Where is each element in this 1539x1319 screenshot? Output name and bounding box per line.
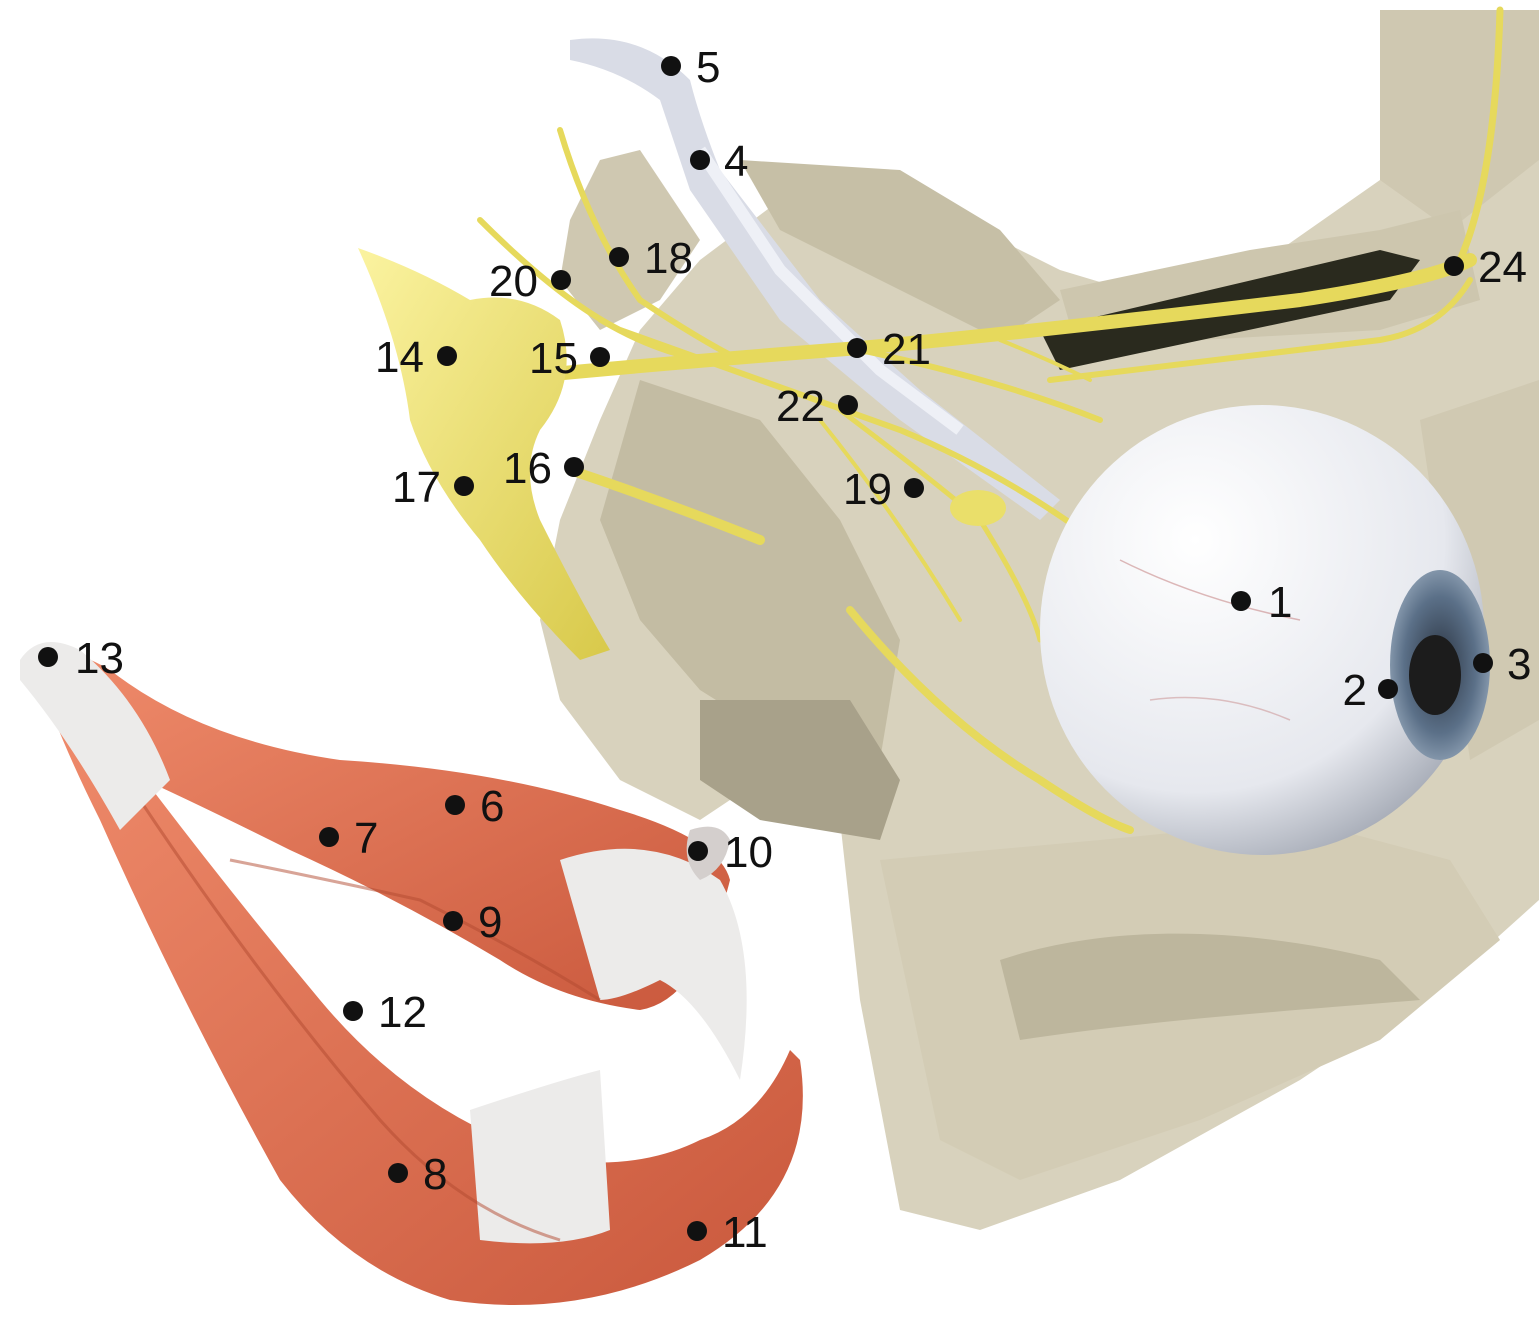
- label-5-dot: [661, 56, 681, 76]
- label-11-dot: [687, 1221, 707, 1241]
- label-3-dot: [1473, 653, 1493, 673]
- label-2-dot: [1378, 679, 1398, 699]
- label-22-dot: [838, 395, 858, 415]
- label-3-text: 3: [1507, 640, 1531, 689]
- label-18-dot: [609, 247, 629, 267]
- label-8-text: 8: [423, 1150, 447, 1199]
- label-20-text: 20: [489, 257, 538, 306]
- trigeminal-ganglion: [358, 248, 610, 660]
- label-20-dot: [551, 270, 571, 290]
- label-12: 12: [343, 988, 427, 1037]
- label-1-text: 1: [1268, 578, 1292, 627]
- label-6-dot: [445, 795, 465, 815]
- label-9-dot: [443, 911, 463, 931]
- label-7-text: 7: [354, 814, 378, 863]
- label-17-dot: [454, 476, 474, 496]
- label-4-dot: [690, 150, 710, 170]
- label-1-dot: [1231, 591, 1251, 611]
- label-13-dot: [38, 647, 58, 667]
- label-5-text: 5: [696, 43, 720, 92]
- ciliary-ganglion: [950, 490, 1006, 526]
- label-4-text: 4: [724, 137, 748, 186]
- label-16: 16: [503, 444, 584, 493]
- label-14-text: 14: [375, 333, 424, 382]
- label-10-dot: [688, 841, 708, 861]
- label-16-dot: [564, 457, 584, 477]
- label-15-text: 15: [529, 334, 578, 383]
- label-24-dot: [1444, 256, 1464, 276]
- label-22-text: 22: [776, 382, 825, 431]
- label-10-text: 10: [724, 828, 773, 877]
- label-7-dot: [319, 827, 339, 847]
- label-6-text: 6: [480, 782, 504, 831]
- label-15-dot: [590, 347, 610, 367]
- label-24-text: 24: [1478, 243, 1527, 292]
- label-20: 20: [489, 257, 571, 306]
- label-16-text: 16: [503, 444, 552, 493]
- label-8-dot: [388, 1163, 408, 1183]
- label-12-dot: [343, 1001, 363, 1021]
- label-21-text: 21: [882, 325, 931, 374]
- label-14-dot: [437, 346, 457, 366]
- label-17-text: 17: [392, 463, 441, 512]
- label-13-text: 13: [75, 634, 124, 683]
- label-12-text: 12: [378, 988, 427, 1037]
- label-19-dot: [904, 478, 924, 498]
- label-18-text: 18: [644, 234, 693, 283]
- label-2-text: 2: [1343, 666, 1367, 715]
- label-21-dot: [847, 338, 867, 358]
- label-11-text: 11: [722, 1208, 768, 1257]
- label-9-text: 9: [478, 898, 502, 947]
- label-19-text: 19: [843, 465, 892, 514]
